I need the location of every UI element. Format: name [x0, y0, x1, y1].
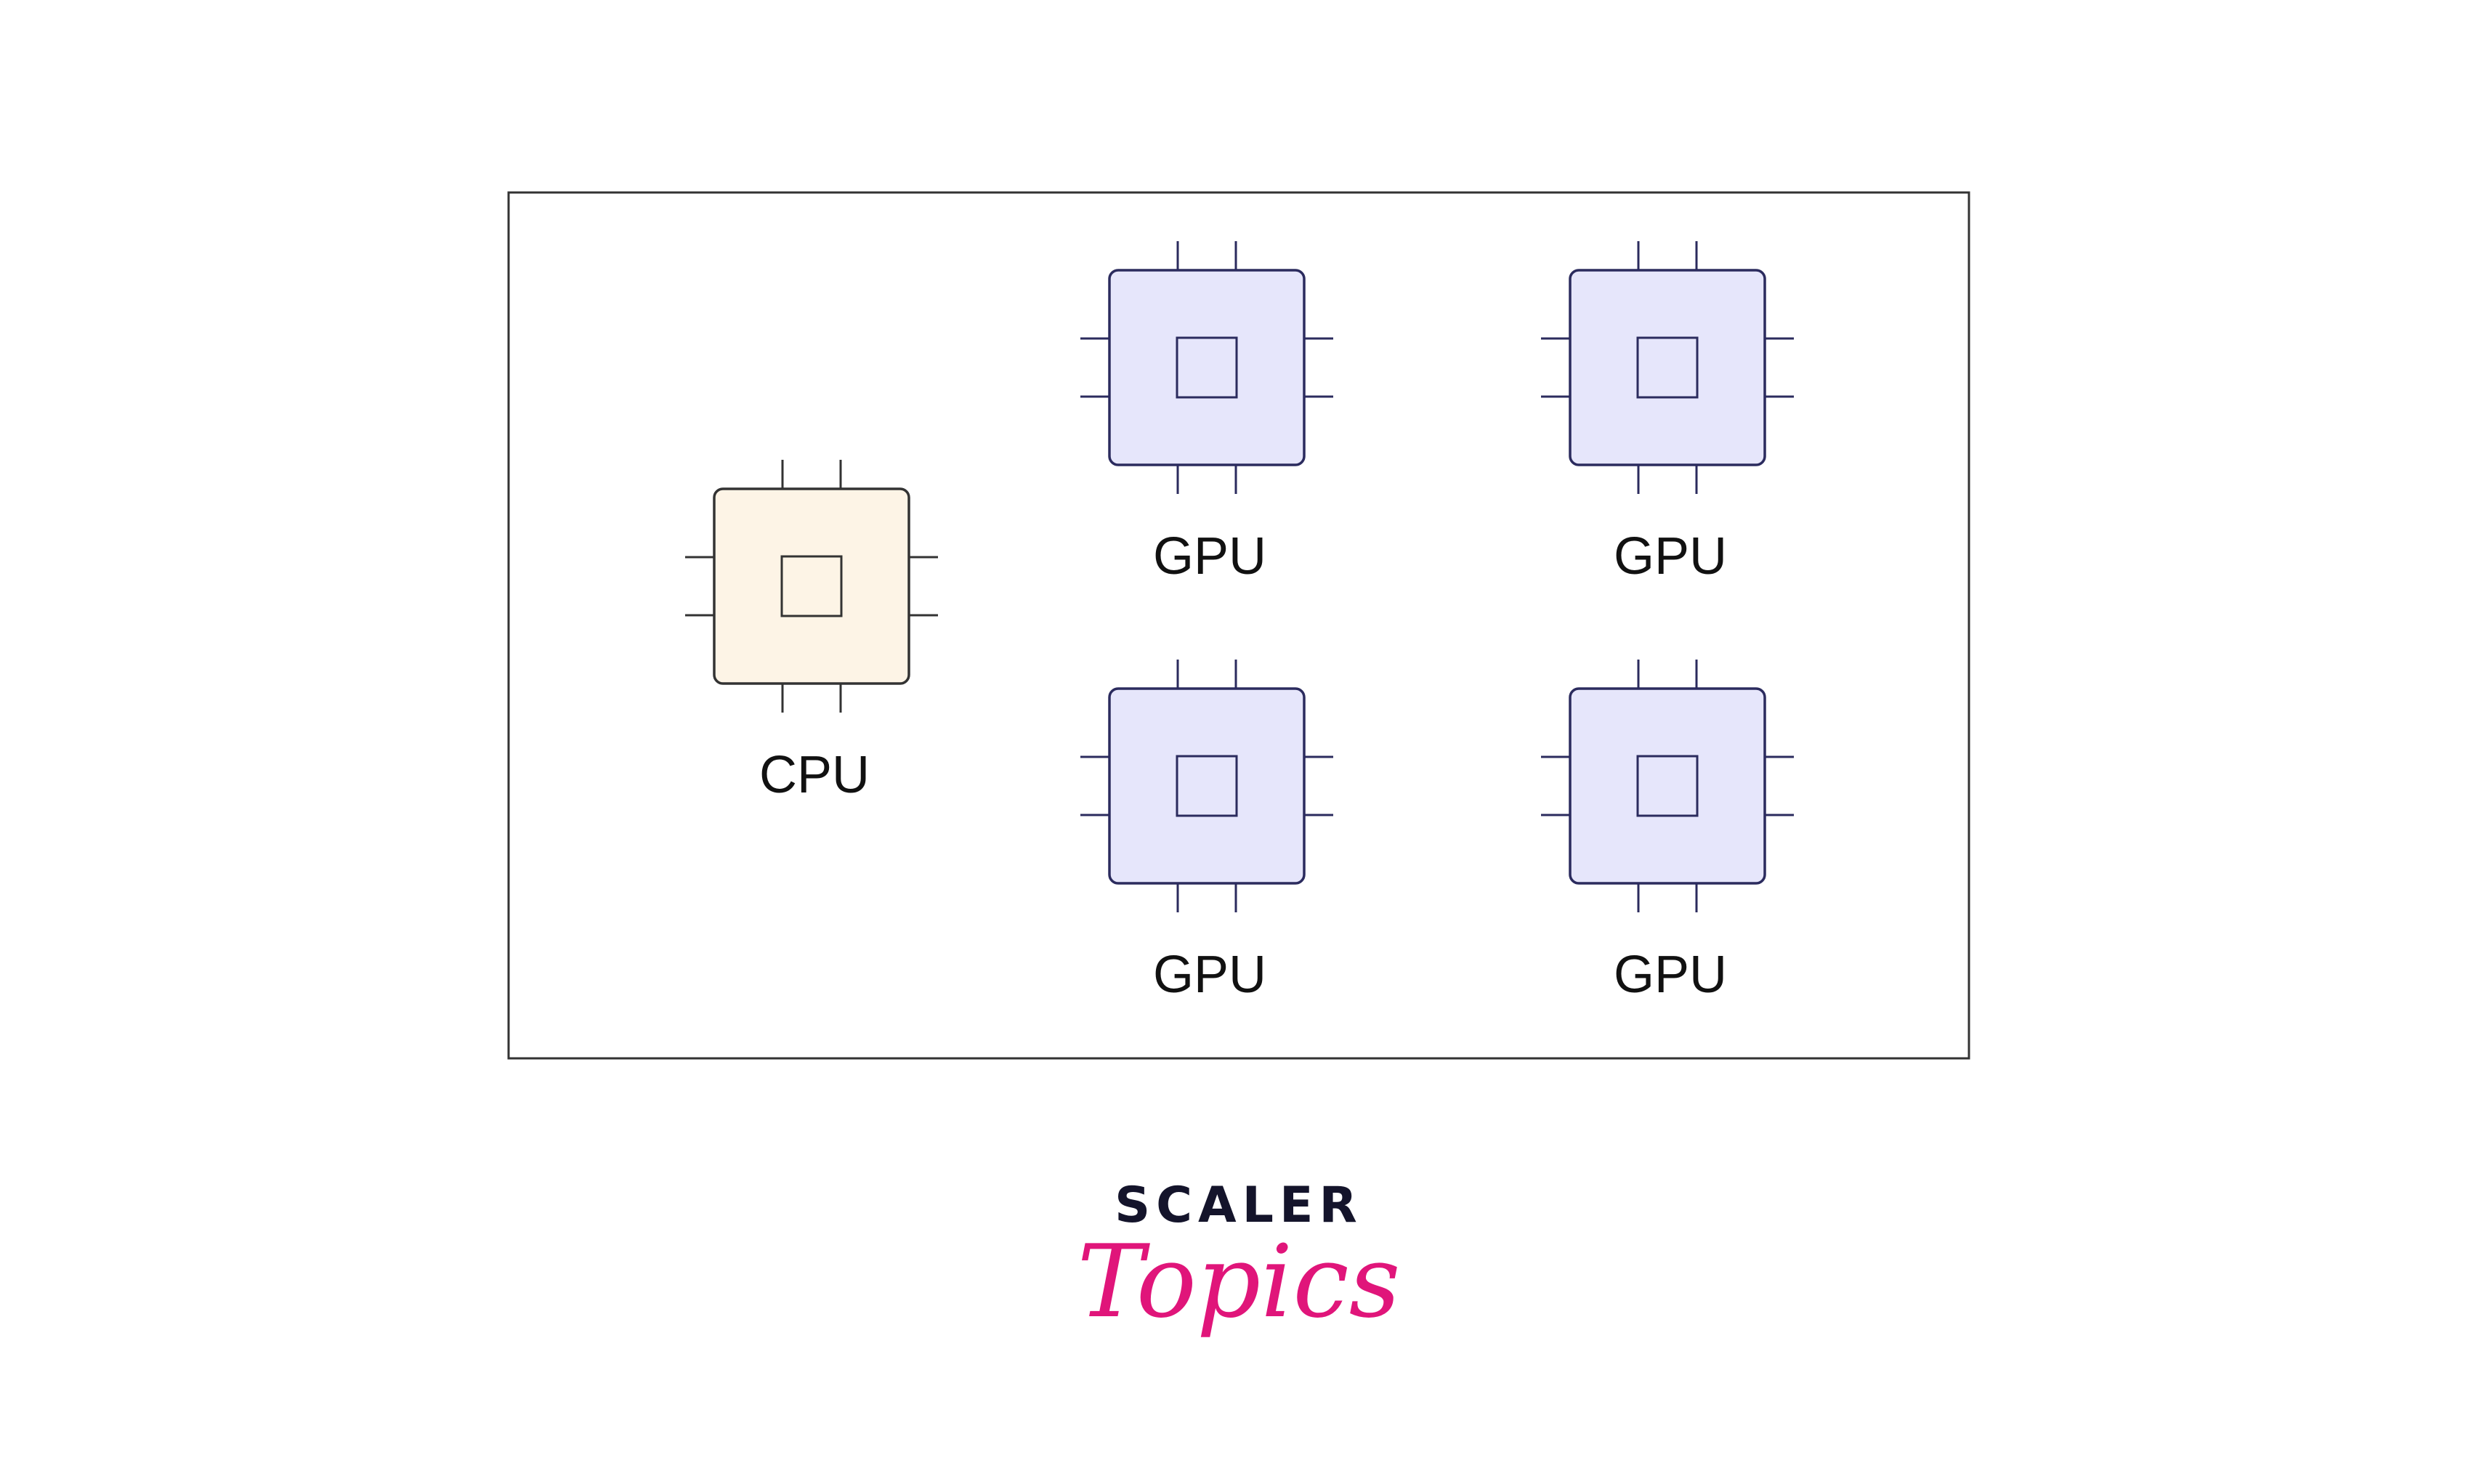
chip-body	[713, 487, 910, 685]
chip-body	[1108, 687, 1306, 885]
chip-pins	[1541, 241, 1794, 494]
chip-label: GPU	[1153, 946, 1266, 1004]
chip-label: GPU	[1614, 946, 1727, 1004]
chip-core	[1636, 755, 1699, 817]
chip-core	[1176, 755, 1238, 817]
diagram-frame	[507, 191, 1970, 1060]
scaler-topics-logo: SCALER Topics	[1077, 1177, 1401, 1340]
logo-scaler-text: SCALER	[1115, 1177, 1363, 1234]
chip-label: GPU	[1153, 527, 1266, 585]
chip-core	[1636, 336, 1699, 399]
gpu-chip: GPU	[1080, 660, 1333, 1004]
chip-pins	[1080, 660, 1333, 912]
gpu-chip: GPU	[1541, 241, 1794, 585]
chip-label: CPU	[759, 746, 870, 804]
cpu-chip: CPU	[685, 460, 938, 804]
logo-topics-text: Topics	[1077, 1223, 1401, 1340]
chip-core	[780, 555, 843, 617]
chip-label: GPU	[1614, 527, 1727, 585]
chips-layer: CPU GPU GPU GPU GPU	[685, 241, 1794, 1004]
chip-body	[1569, 687, 1766, 885]
chip-body	[1108, 269, 1306, 466]
chip-core	[1176, 336, 1238, 399]
gpu-chip: GPU	[1541, 660, 1794, 1004]
chip-body	[1569, 269, 1766, 466]
chip-pins	[1541, 660, 1794, 912]
gpu-chip: GPU	[1080, 241, 1333, 585]
chip-pins	[1080, 241, 1333, 494]
chip-pins	[685, 460, 938, 713]
